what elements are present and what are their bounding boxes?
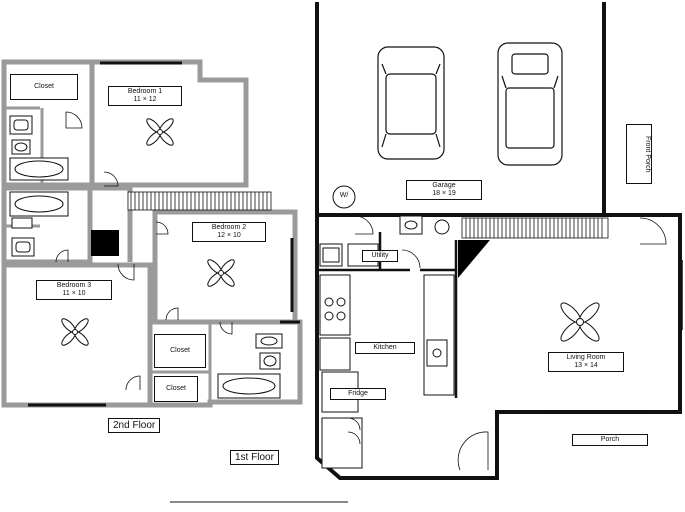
fridge-label: Fridge (330, 388, 386, 400)
bedroom2-name: Bedroom 2 (211, 224, 247, 231)
second-floor-label: 2nd Floor (108, 418, 161, 433)
second-floor-fixtures (9, 115, 283, 399)
bedroom1-size: 11 × 12 (133, 96, 157, 103)
garage-name: Garage (432, 182, 456, 189)
first-floor-label: 1st Floor (230, 450, 279, 465)
closet-mid-label: Closet (154, 334, 206, 368)
first-floor-walls (315, 2, 682, 480)
ceiling-fan-icon (61, 118, 600, 346)
garage-size: 18 × 19 (432, 190, 456, 197)
living-room-label: Living Room 13 × 14 (548, 352, 624, 372)
closet-top-label: Closet (10, 74, 78, 100)
car-icon (377, 42, 563, 166)
bedroom3-name: Bedroom 3 (56, 282, 92, 289)
kitchen-fixtures (319, 215, 455, 469)
bedroom2-size: 12 × 10 (217, 232, 241, 239)
first-floor-doors (347, 215, 667, 471)
bedroom1-name: Bedroom 1 (127, 88, 163, 95)
stair-landing-wedge (458, 240, 490, 278)
front-porch-label: Front Porch (626, 124, 652, 184)
living-room-size: 13 × 14 (574, 362, 598, 369)
chimney-block (91, 230, 119, 256)
first-floor-windows (545, 260, 683, 413)
garage-label: Garage 18 × 19 (406, 180, 482, 200)
living-room-name: Living Room (566, 354, 606, 361)
first-floor-stairs (461, 217, 609, 239)
bedroom2-label: Bedroom 2 12 × 10 (192, 222, 266, 242)
kitchen-label: Kitchen (355, 342, 415, 354)
bedroom3-label: Bedroom 3 11 × 10 (36, 280, 112, 300)
bedroom1-label: Bedroom 1 11 × 12 (108, 86, 182, 106)
utility-label: Utility (362, 250, 398, 262)
second-floor-windows (28, 61, 300, 407)
second-floor-stairs (127, 191, 272, 211)
water-heater-icon (332, 185, 356, 209)
bedroom3-size: 11 × 10 (62, 290, 86, 297)
porch-label: Porch (572, 434, 648, 446)
water-heater-label: W/ (339, 192, 349, 199)
second-floor-doors (55, 111, 233, 391)
closet-low-label: Closet (154, 376, 198, 402)
